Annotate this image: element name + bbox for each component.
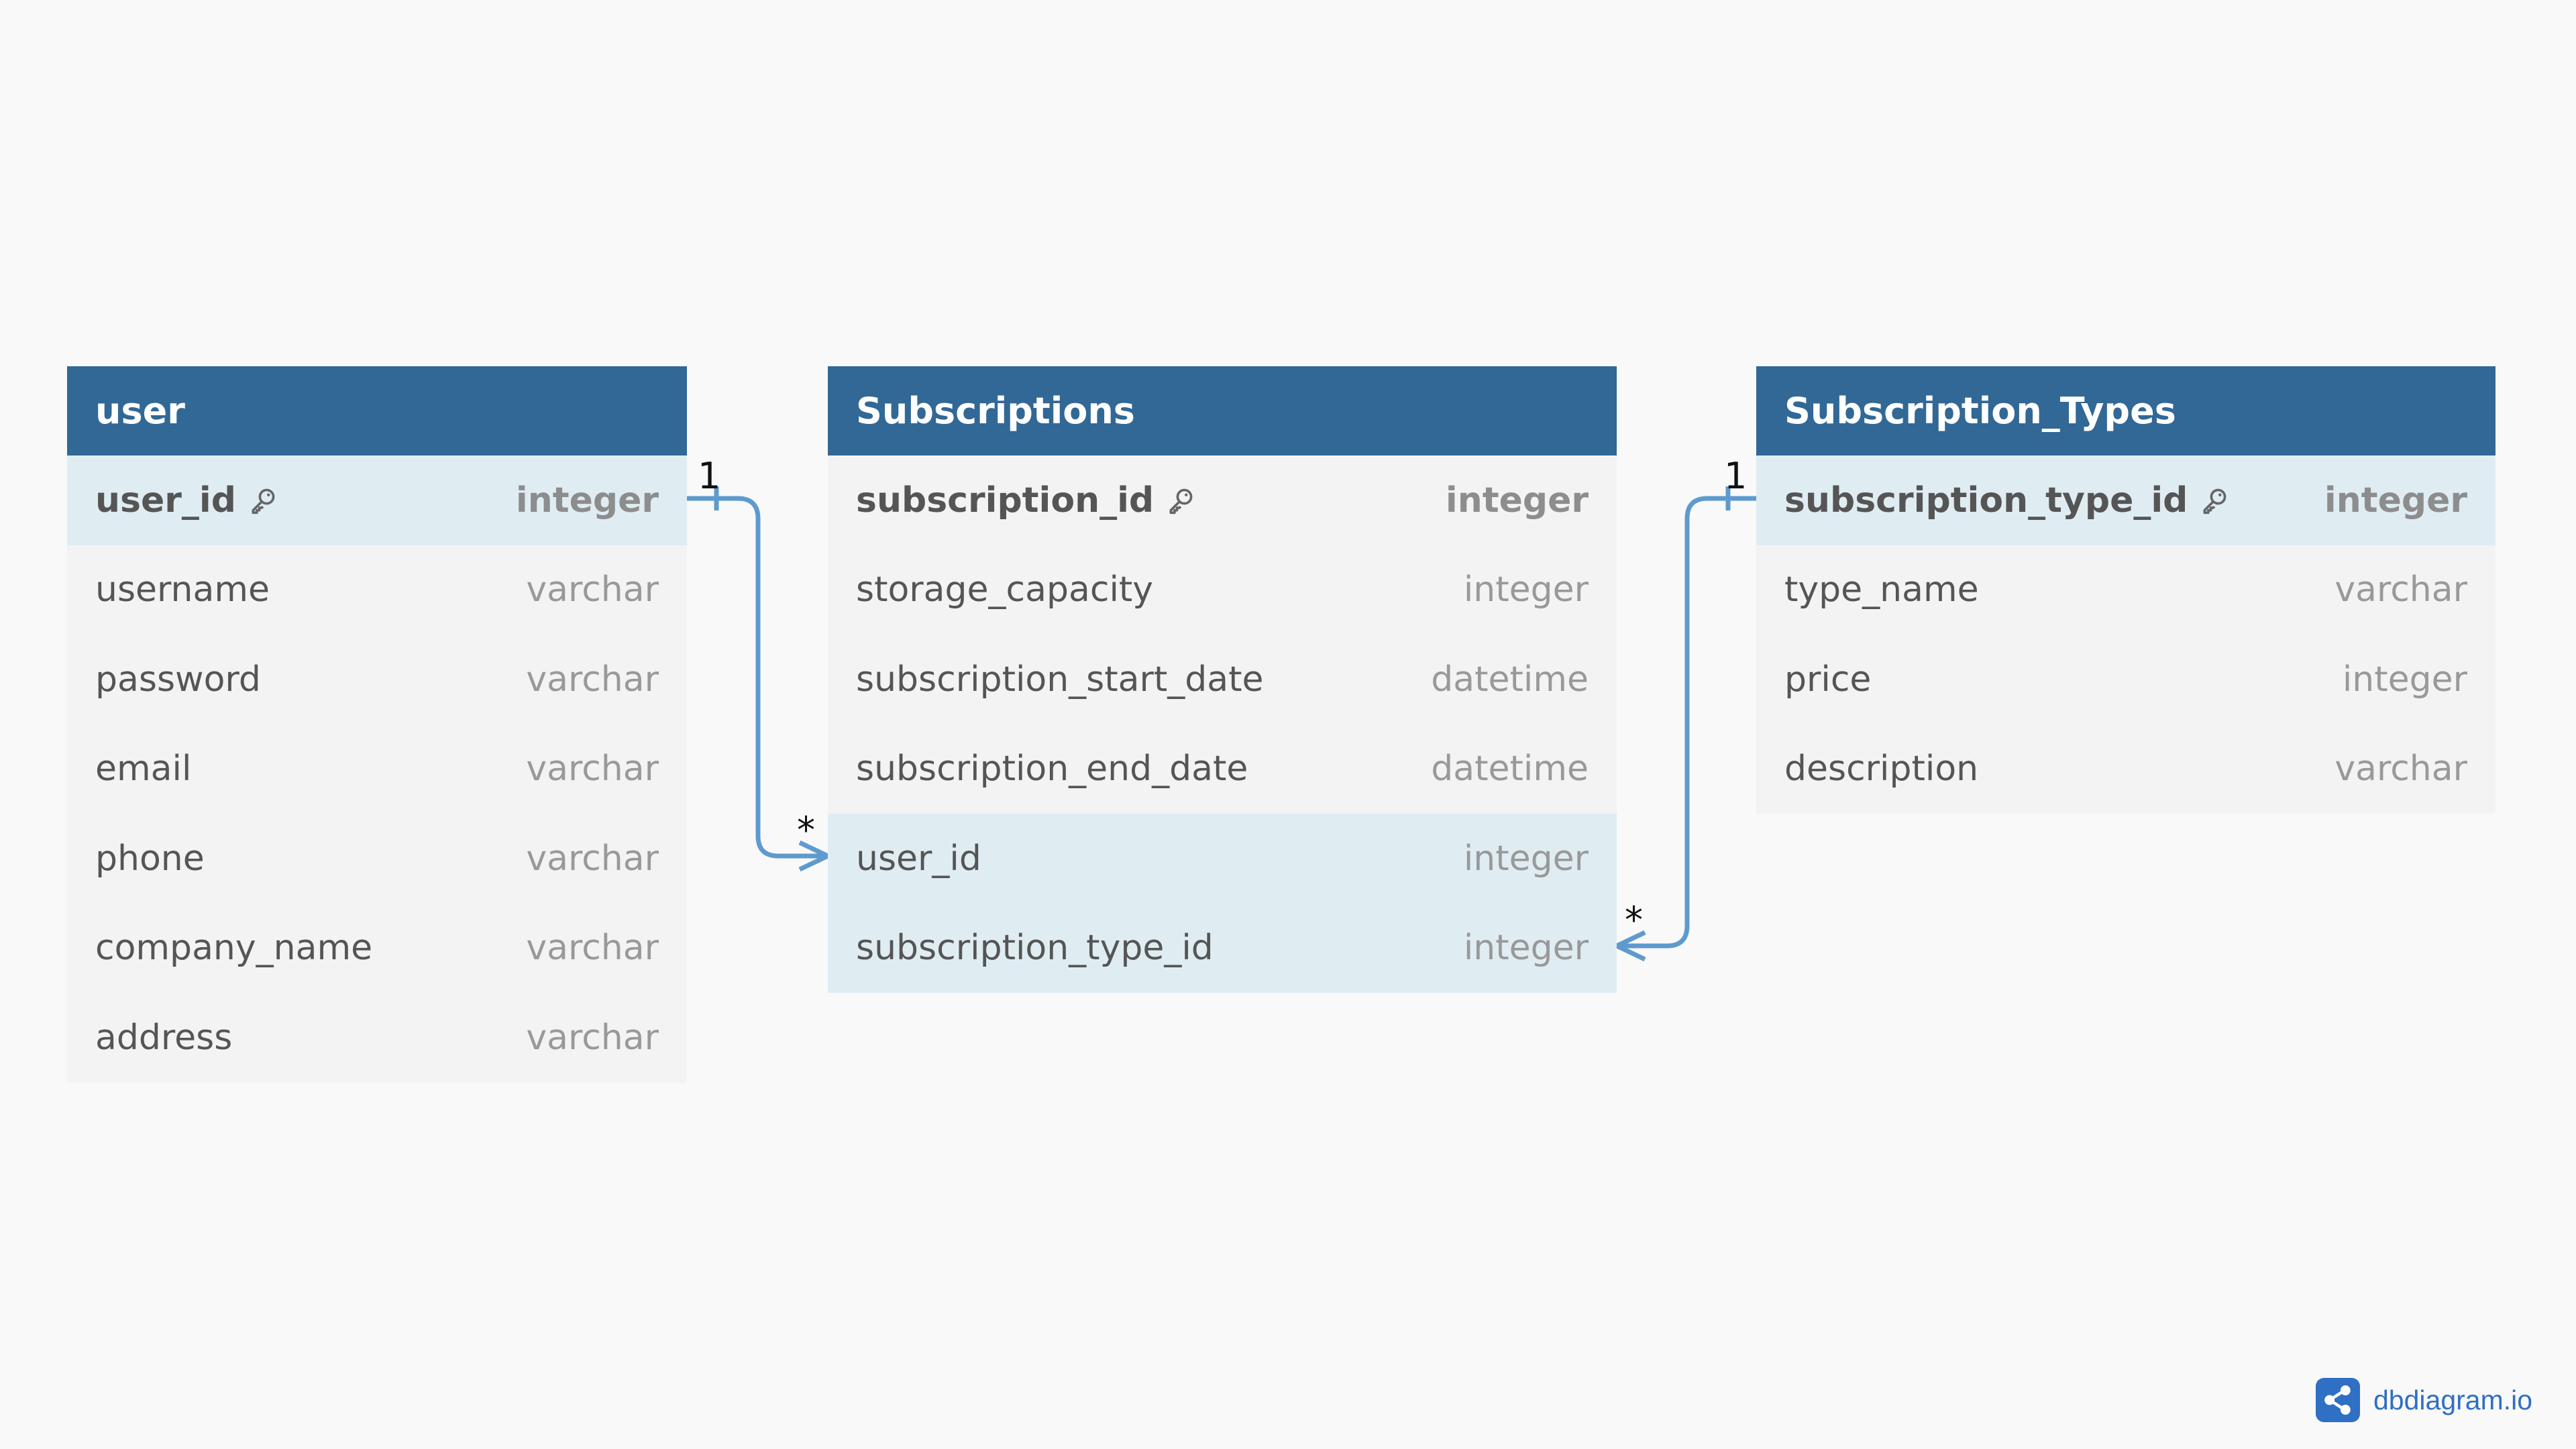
table-row[interactable]: subscription_id integer xyxy=(828,455,1617,545)
column-type: integer xyxy=(2324,480,2467,521)
column-name: user_id xyxy=(95,480,236,521)
column-type: integer xyxy=(1463,570,1589,610)
column-name: user_id xyxy=(856,838,981,879)
column-name: phone xyxy=(95,838,205,879)
table-header[interactable]: Subscription_Types xyxy=(1756,366,2496,455)
column-name: address xyxy=(95,1017,233,1058)
cardinality-label: * xyxy=(1625,899,1643,941)
table-row[interactable]: subscription_type_id integer xyxy=(828,903,1617,993)
table-row[interactable]: address varchar xyxy=(67,993,687,1083)
column-type: integer xyxy=(2342,659,2467,700)
column-type: varchar xyxy=(526,659,659,700)
table-row[interactable]: subscription_type_id integer xyxy=(1756,455,2496,545)
table-row[interactable]: price integer xyxy=(1756,635,2496,724)
column-type: datetime xyxy=(1431,659,1589,700)
relationship-types-subscriptions[interactable] xyxy=(1611,486,1759,962)
table-row[interactable]: type_name varchar xyxy=(1756,545,2496,635)
column-name: description xyxy=(1784,749,1979,790)
table-row[interactable]: storage_capacity integer xyxy=(828,545,1617,635)
column-name: subscription_start_date xyxy=(856,659,1264,700)
share-nodes-icon xyxy=(2316,1378,2360,1422)
column-name: price xyxy=(1784,659,1872,700)
key-icon xyxy=(1169,488,1193,514)
table-name: user xyxy=(95,390,185,432)
table-row[interactable]: email varchar xyxy=(67,724,687,814)
column-type: varchar xyxy=(526,928,659,969)
column-type: varchar xyxy=(526,1017,659,1058)
table-row[interactable]: user_id integer xyxy=(67,455,687,545)
column-type: varchar xyxy=(2334,749,2467,790)
key-icon xyxy=(252,488,275,514)
column-type: datetime xyxy=(1431,749,1589,790)
table-header[interactable]: Subscriptions xyxy=(828,366,1617,455)
column-name: email xyxy=(95,749,192,790)
link-line xyxy=(684,496,830,859)
column-name: password xyxy=(95,659,261,700)
table-row[interactable]: company_name varchar xyxy=(67,904,687,994)
column-type: varchar xyxy=(526,749,659,790)
table-row[interactable]: phone varchar xyxy=(67,814,687,904)
column-type: integer xyxy=(1463,928,1589,969)
table-row[interactable]: password varchar xyxy=(67,635,687,724)
column-type: varchar xyxy=(526,570,659,610)
column-type: varchar xyxy=(526,838,659,879)
column-name: subscription_end_date xyxy=(856,749,1248,790)
link-line xyxy=(1614,496,1759,949)
column-name: type_name xyxy=(1784,570,1979,610)
column-name: subscription_id xyxy=(856,480,1155,521)
cardinality-label: 1 xyxy=(698,455,721,497)
table-row[interactable]: username varchar xyxy=(67,545,687,635)
brand-watermark[interactable]: dbdiagram.io xyxy=(2316,1378,2532,1422)
column-type: integer xyxy=(1463,838,1589,879)
column-name: company_name xyxy=(95,928,373,969)
table-subscription-types[interactable]: Subscription_Types subscription_type_id … xyxy=(1756,366,2496,814)
key-icon xyxy=(2203,488,2226,514)
table-row[interactable]: subscription_start_date datetime xyxy=(828,635,1617,724)
column-type: varchar xyxy=(2334,570,2467,610)
table-subscriptions[interactable]: Subscriptions subscription_id integer st… xyxy=(828,366,1617,993)
column-type: integer xyxy=(1445,480,1589,521)
cardinality-label: * xyxy=(797,809,815,851)
column-type: integer xyxy=(515,480,659,521)
table-name: Subscription_Types xyxy=(1784,390,2176,432)
brand-text: dbdiagram.io xyxy=(2373,1384,2533,1415)
table-name: Subscriptions xyxy=(856,390,1135,432)
table-user[interactable]: user user_id integer username varchar pa… xyxy=(67,366,687,1083)
crowfoot-marker xyxy=(1611,930,1646,962)
column-name: storage_capacity xyxy=(856,570,1154,610)
column-name: subscription_type_id xyxy=(1784,480,2188,521)
column-name: subscription_type_id xyxy=(856,928,1214,969)
table-row[interactable]: user_id integer xyxy=(828,814,1617,904)
cardinality-label: 1 xyxy=(1724,455,1748,497)
column-name: username xyxy=(95,570,270,610)
table-row[interactable]: description varchar xyxy=(1756,724,2496,814)
table-row[interactable]: subscription_end_date datetime xyxy=(828,724,1617,814)
table-header[interactable]: user xyxy=(67,366,687,455)
